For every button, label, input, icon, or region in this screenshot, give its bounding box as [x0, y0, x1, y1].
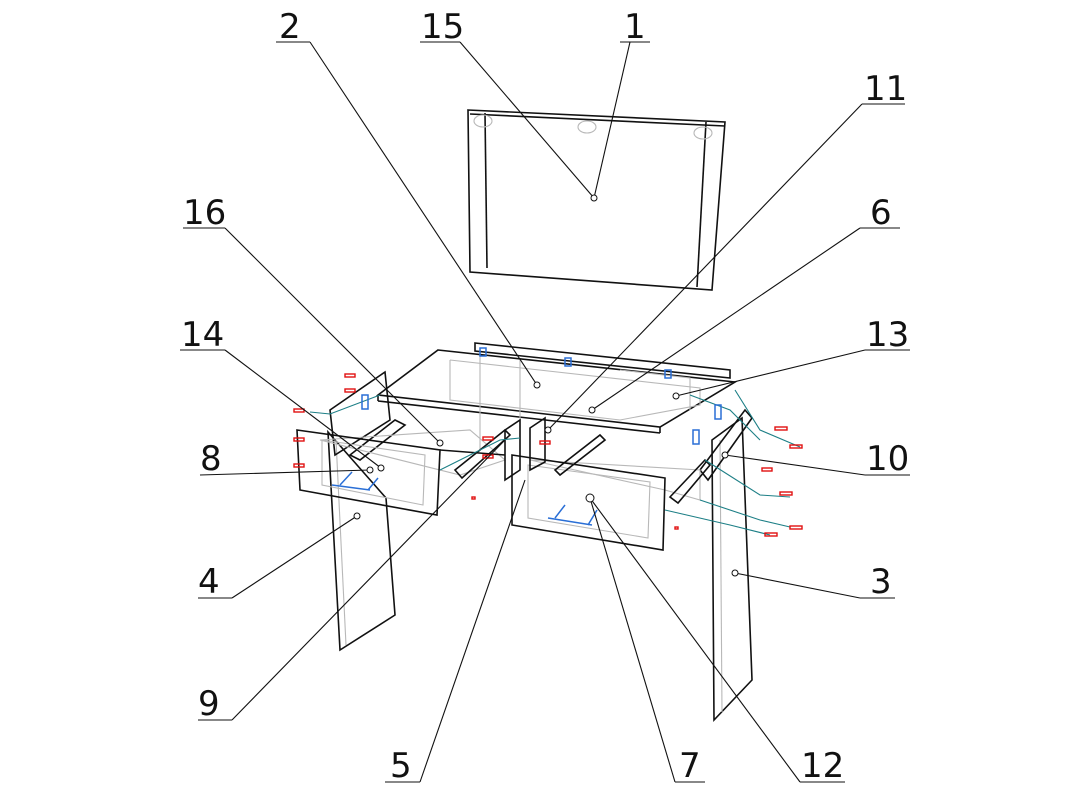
callout-label: 16 — [183, 193, 226, 233]
callout-label: 1 — [624, 7, 646, 47]
callout-9: 9 — [198, 439, 506, 724]
screws — [293, 373, 803, 537]
left-side-panel — [329, 370, 407, 461]
callout-label: 10 — [866, 439, 909, 479]
callout-5: 5 — [385, 479, 526, 786]
left-drawer — [296, 428, 512, 516]
callout-label: 14 — [181, 315, 224, 355]
callout-3: 3 — [731, 562, 895, 602]
callout-15: 15 — [420, 7, 595, 199]
center-drawer — [504, 416, 712, 551]
callout-label: 13 — [866, 315, 909, 355]
callout-12: 12 — [585, 493, 845, 786]
callout-7: 7 — [589, 497, 705, 786]
callout-label: 11 — [864, 69, 907, 109]
callout-10: 10 — [721, 439, 910, 479]
tabletop — [375, 342, 738, 460]
callout-label: 4 — [198, 562, 220, 602]
callout-label: 2 — [279, 7, 301, 47]
callout-label: 9 — [198, 684, 220, 724]
callout-2: 2 — [276, 7, 541, 389]
callout-label: 5 — [390, 746, 412, 786]
callout-label: 8 — [200, 439, 222, 479]
callout-8: 8 — [199, 439, 374, 479]
mirror-hooks — [473, 114, 713, 140]
callout-label: 12 — [801, 746, 844, 786]
callout-16: 16 — [183, 193, 444, 447]
callout-label: 3 — [870, 562, 892, 602]
callout-label: 7 — [679, 746, 701, 786]
mirror-panel — [467, 109, 726, 291]
callout-label: 15 — [421, 7, 464, 47]
callouts: 2 15 1 11 6 16 14 13 8 10 4 3 9 5 7 12 — [180, 7, 910, 786]
callout-11: 11 — [544, 69, 907, 434]
callout-1: 1 — [590, 7, 650, 202]
left-leg — [327, 429, 396, 652]
callout-4: 4 — [198, 512, 361, 602]
fittings — [309, 347, 801, 536]
callout-label: 6 — [870, 193, 892, 233]
callout-6: 6 — [588, 193, 900, 414]
callout-13: 13 — [672, 315, 910, 400]
callout-14: 14 — [180, 315, 385, 472]
